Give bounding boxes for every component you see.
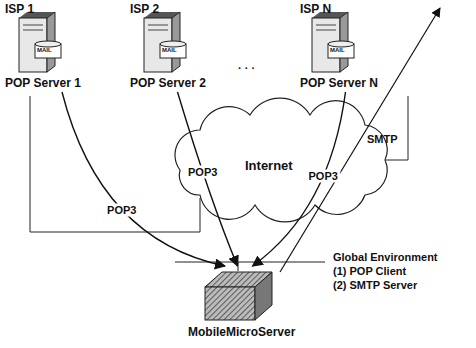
protocol-label: POP3 (186, 165, 219, 178)
internet-cloud (175, 98, 387, 222)
cloud-node: Internet (165, 112, 395, 210)
protocol-label: POP3 (105, 203, 138, 216)
micro-server-icon (205, 272, 272, 320)
pop3-arrow (253, 92, 346, 266)
disk-label: MAIL (37, 46, 52, 54)
environment-item: (2) SMTP Server (333, 279, 417, 292)
environment-item: (1) POP Client (333, 265, 406, 278)
server-name: POP Server N (300, 76, 378, 90)
protocol-label: SMTP (367, 133, 398, 146)
isp-name: ISP 2 (130, 2, 159, 16)
network-wire (386, 96, 408, 160)
device-name: MobileMicroServer (188, 325, 295, 339)
isp-name: ISP N (300, 2, 331, 16)
server-icon (19, 12, 61, 72)
pop3-arrow (62, 92, 225, 266)
server-node: ISP 2 MAIL POP Server 2 (130, 2, 225, 92)
server-icon (312, 12, 354, 72)
disk-label: MAIL (162, 46, 177, 54)
protocol-label: POP3 (306, 170, 339, 183)
network-wire (30, 96, 200, 232)
ellipsis: · · · (238, 62, 255, 75)
server-node: ISP N MAIL POP Server N (298, 2, 393, 92)
server-icon (144, 12, 186, 72)
server-name: POP Server 1 (5, 76, 81, 90)
network-name: Internet (245, 158, 293, 173)
isp-name: ISP 1 (5, 2, 34, 16)
smtp-arrow (280, 8, 440, 272)
server-node: ISP 1 MAIL POP Server 1 (5, 2, 100, 92)
device-node: MobileMicroServer (185, 266, 310, 342)
lan-wire (175, 262, 325, 271)
server-name: POP Server 2 (130, 76, 206, 90)
environment-heading: Global Environment (333, 251, 438, 264)
disk-label: MAIL (330, 46, 345, 54)
pop3-arrow (178, 92, 238, 266)
